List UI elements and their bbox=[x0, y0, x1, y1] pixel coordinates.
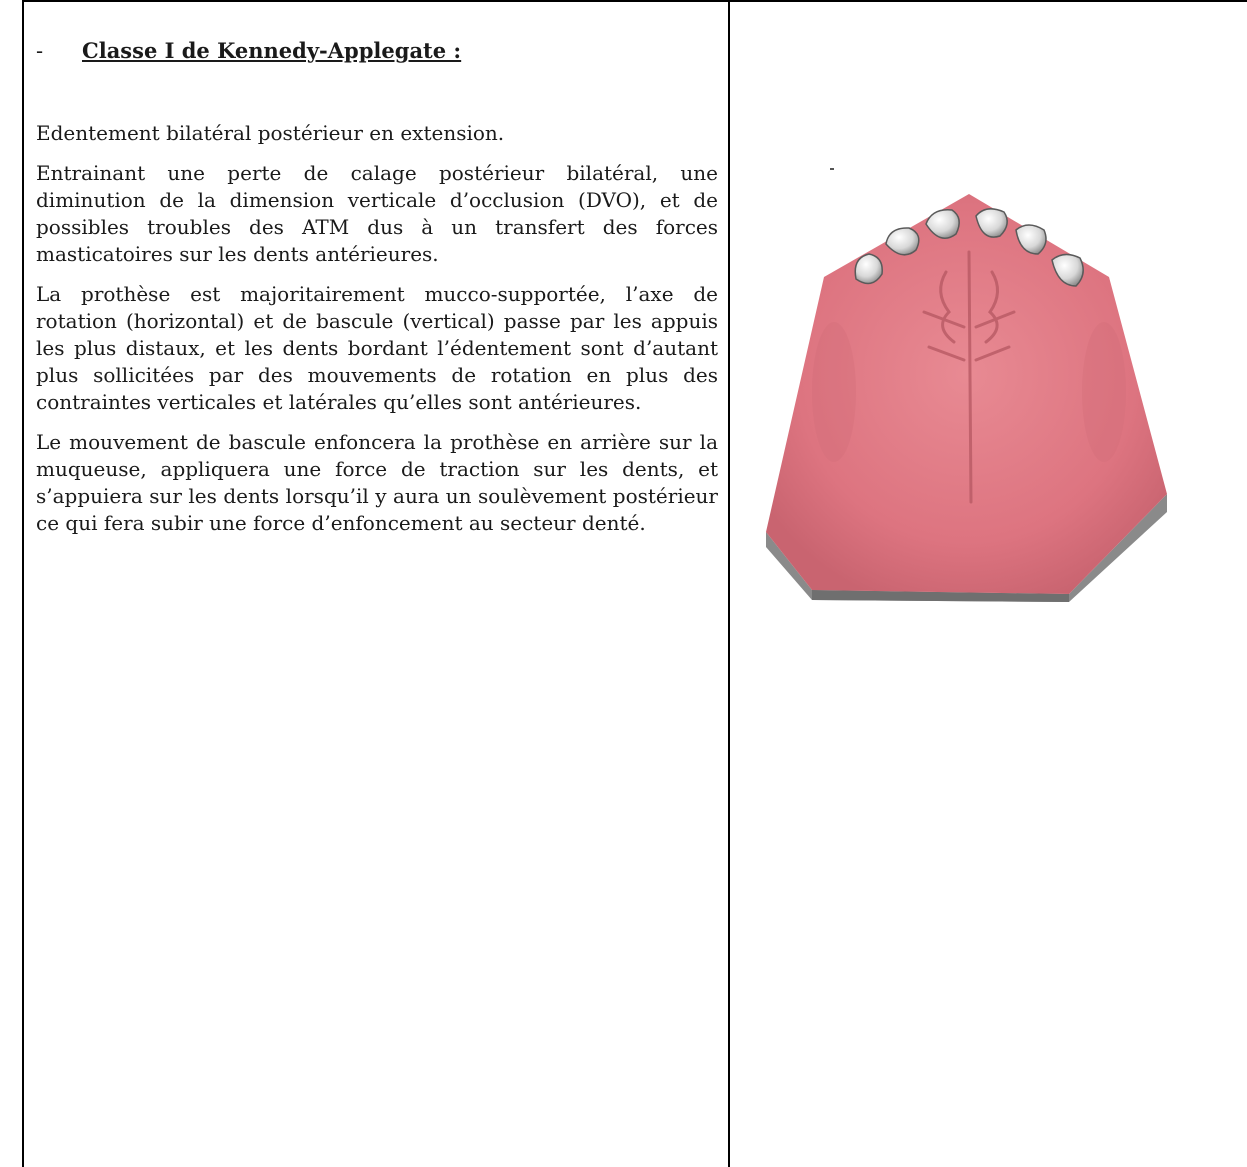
small-mark bbox=[830, 168, 834, 170]
model-base bbox=[766, 494, 1167, 602]
section-heading: - Classe I de Kennedy-Applegate : bbox=[36, 38, 718, 63]
paragraph-movement: Le mouvement de bascule enfoncera la pro… bbox=[36, 430, 718, 535]
figure-cell bbox=[730, 2, 1247, 1167]
gum-body bbox=[766, 194, 1167, 594]
heading-bullet: - bbox=[36, 39, 44, 63]
text-cell: - Classe I de Kennedy-Applegate : Edente… bbox=[24, 2, 730, 1167]
content-table: - Classe I de Kennedy-Applegate : Edente… bbox=[22, 0, 1247, 1167]
anterior-teeth bbox=[854, 208, 1084, 287]
paragraph-definition: Edentement bilatéral postérieur en exten… bbox=[36, 121, 505, 145]
palatal-rugae bbox=[922, 250, 1016, 504]
paragraph-support: La prothèse est majoritairement mucco-su… bbox=[36, 282, 718, 414]
heading-title: Classe I de Kennedy-Applegate : bbox=[82, 38, 462, 63]
paragraph-consequences: Entrainant une perte de calage postérieu… bbox=[36, 161, 718, 266]
dental-model-illustration bbox=[766, 168, 1167, 602]
